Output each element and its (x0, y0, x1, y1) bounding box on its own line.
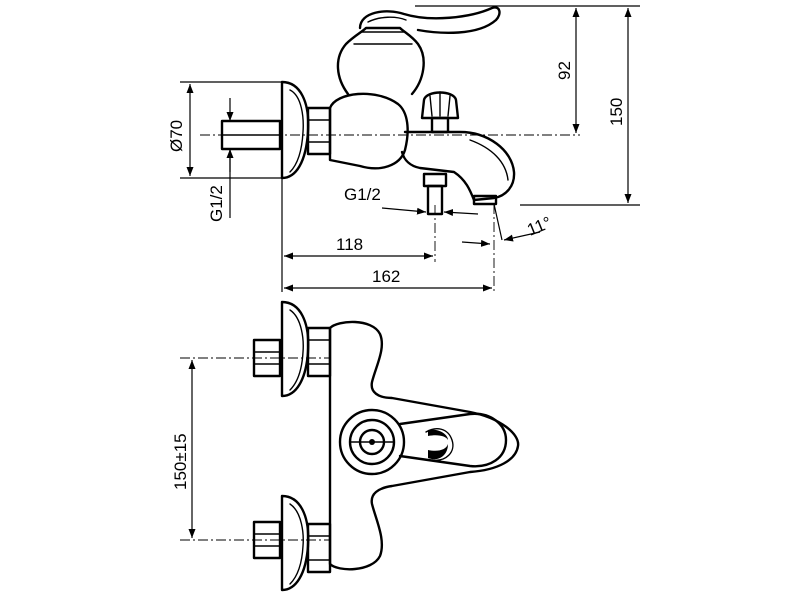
cartridge-rosette (338, 408, 406, 476)
side-view (200, 6, 580, 292)
front-view (180, 300, 520, 592)
side-view-dimensions: 92 150 Ø70 G1/2 G1/2 118 162 11° (167, 5, 640, 292)
dim-92-label: 92 (555, 61, 574, 80)
outlet-connector (422, 172, 448, 188)
diverter-stem (430, 116, 450, 134)
dim-g12-wall-label: G1/2 (207, 185, 226, 222)
lever-handle (358, 6, 501, 35)
dim-150-15-label: 150±15 (171, 433, 190, 490)
dim-162-label: 162 (372, 267, 400, 286)
spout (400, 130, 516, 202)
diverter-knob (420, 91, 460, 120)
front-lever (398, 412, 508, 468)
dim-118-label: 118 (336, 235, 363, 254)
aerator (472, 194, 498, 206)
wall-flange (280, 80, 310, 180)
mixer-body (328, 92, 409, 170)
hex-nut (306, 106, 332, 156)
front-view-dimensions: 150±15 (171, 360, 196, 538)
dim-150-label: 150 (607, 98, 626, 126)
dim-11deg-label: 11° (524, 213, 554, 240)
dim-d70-label: Ø70 (167, 120, 186, 152)
dim-g12-outlet-label: G1/2 (344, 185, 381, 204)
front-body (328, 320, 520, 571)
cartridge-dome (336, 26, 425, 96)
